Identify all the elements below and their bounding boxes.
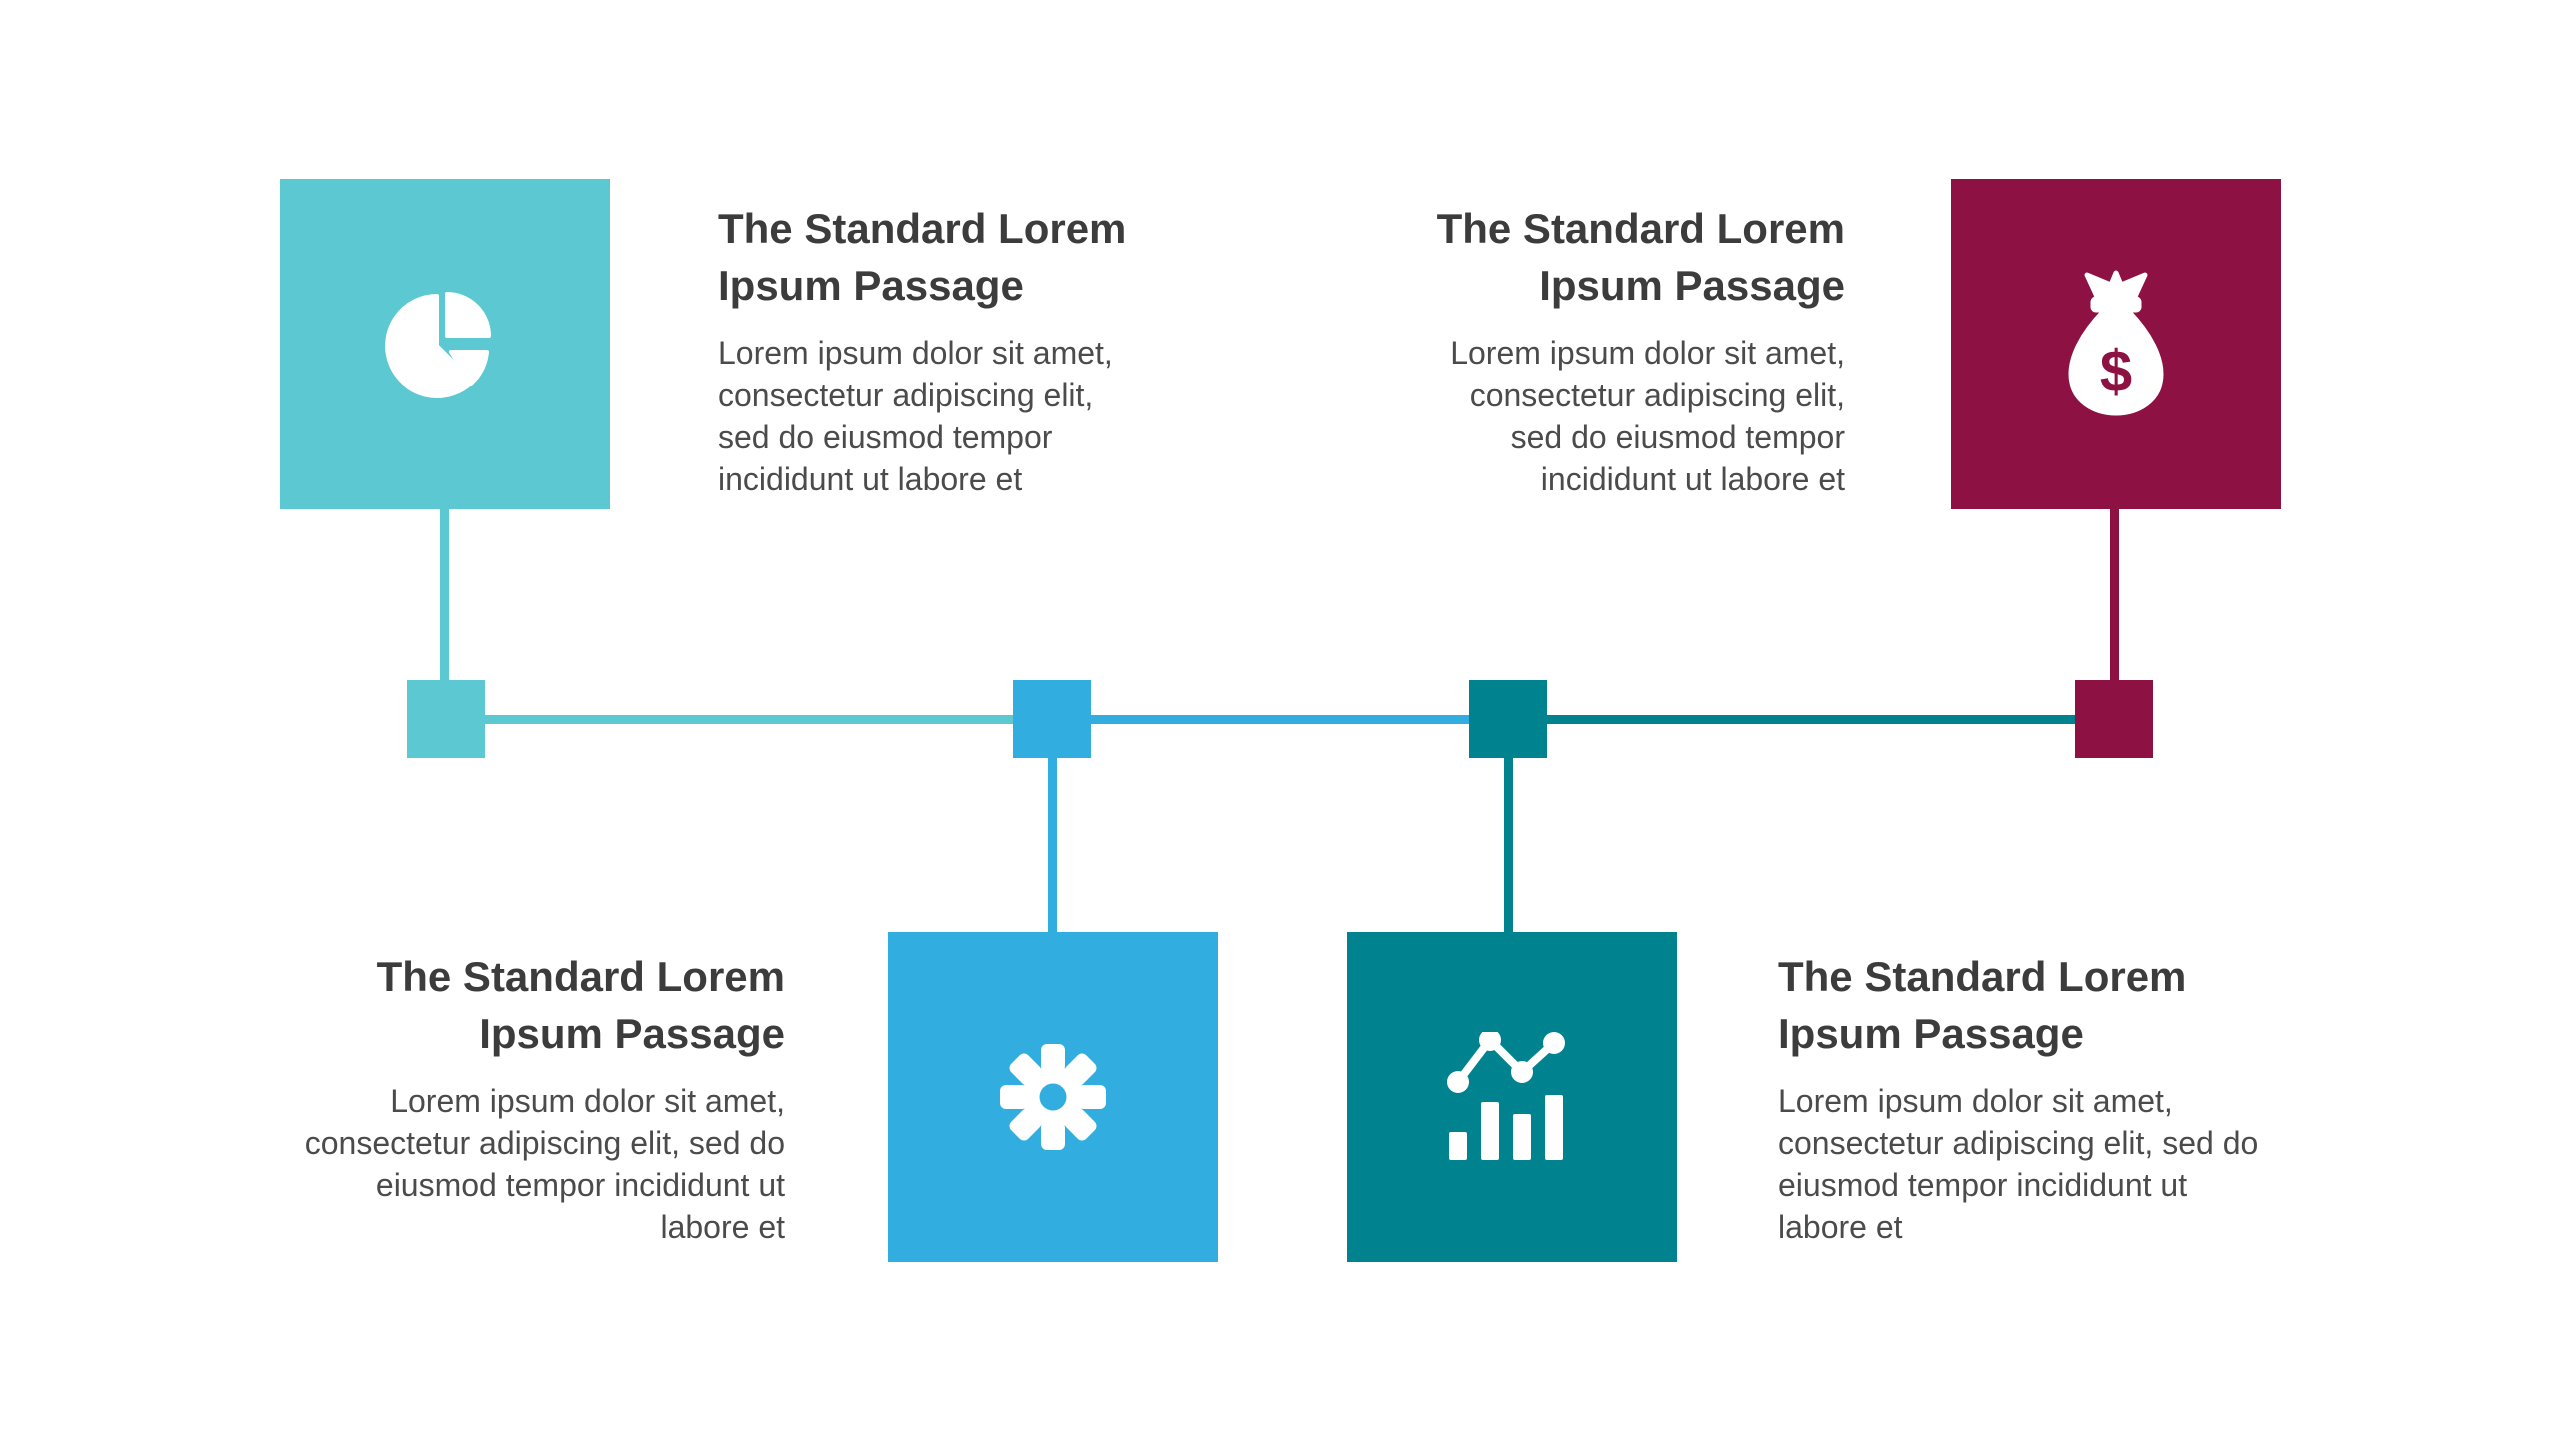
timeline-node-3 <box>1469 680 1547 758</box>
gear-center-hole <box>1039 1083 1067 1111</box>
step-4-body: Lorem ipsum dolor sit amet, consectetur … <box>1450 335 1845 497</box>
step-3-body: Lorem ipsum dolor sit amet, consectetur … <box>1778 1083 2259 1245</box>
dollar-sign: $ <box>2100 339 2132 404</box>
timeline-node-4 <box>2075 680 2153 758</box>
step-1-title: The Standard Lorem Ipsum Passage <box>718 205 1127 309</box>
money-bag-icon: $ <box>2068 270 2164 416</box>
timeline-segment-2 <box>1052 715 1508 724</box>
connector-line-4 <box>2110 505 2119 683</box>
timeline-segment-3 <box>1508 715 2114 724</box>
connector-line-3 <box>1504 755 1513 935</box>
step-2-body: Lorem ipsum dolor sit amet, consectetur … <box>304 1083 785 1245</box>
timeline-segment-1 <box>446 715 1052 724</box>
timeline-node-2 <box>1013 680 1091 758</box>
step-4-square: $ <box>1951 179 2281 509</box>
step-2-title: The Standard Lorem Ipsum Passage <box>376 953 785 1057</box>
connector-line-1 <box>440 505 449 683</box>
step-2-text-block: The Standard Lorem Ipsum Passage Lorem i… <box>265 948 785 1248</box>
step-1-body: Lorem ipsum dolor sit amet, consectetur … <box>718 335 1113 497</box>
step-3-title: The Standard Lorem Ipsum Passage <box>1778 953 2187 1057</box>
step-2-square <box>888 932 1218 1262</box>
connector-line-2 <box>1048 755 1057 935</box>
step-3-text-block: The Standard Lorem Ipsum Passage Lorem i… <box>1778 948 2298 1248</box>
timeline-node-1 <box>407 680 485 758</box>
pie-chart-icon <box>385 292 491 398</box>
gear-icon <box>1000 1044 1106 1150</box>
step-3-square <box>1347 932 1677 1262</box>
step-4-text-block: The Standard Lorem Ipsum Passage Lorem i… <box>1415 200 1845 500</box>
line-bar-chart-icon <box>1447 1032 1565 1160</box>
step-4-title: The Standard Lorem Ipsum Passage <box>1436 205 1845 309</box>
step-1-text-block: The Standard Lorem Ipsum Passage Lorem i… <box>718 200 1148 500</box>
step-1-square <box>280 179 610 509</box>
